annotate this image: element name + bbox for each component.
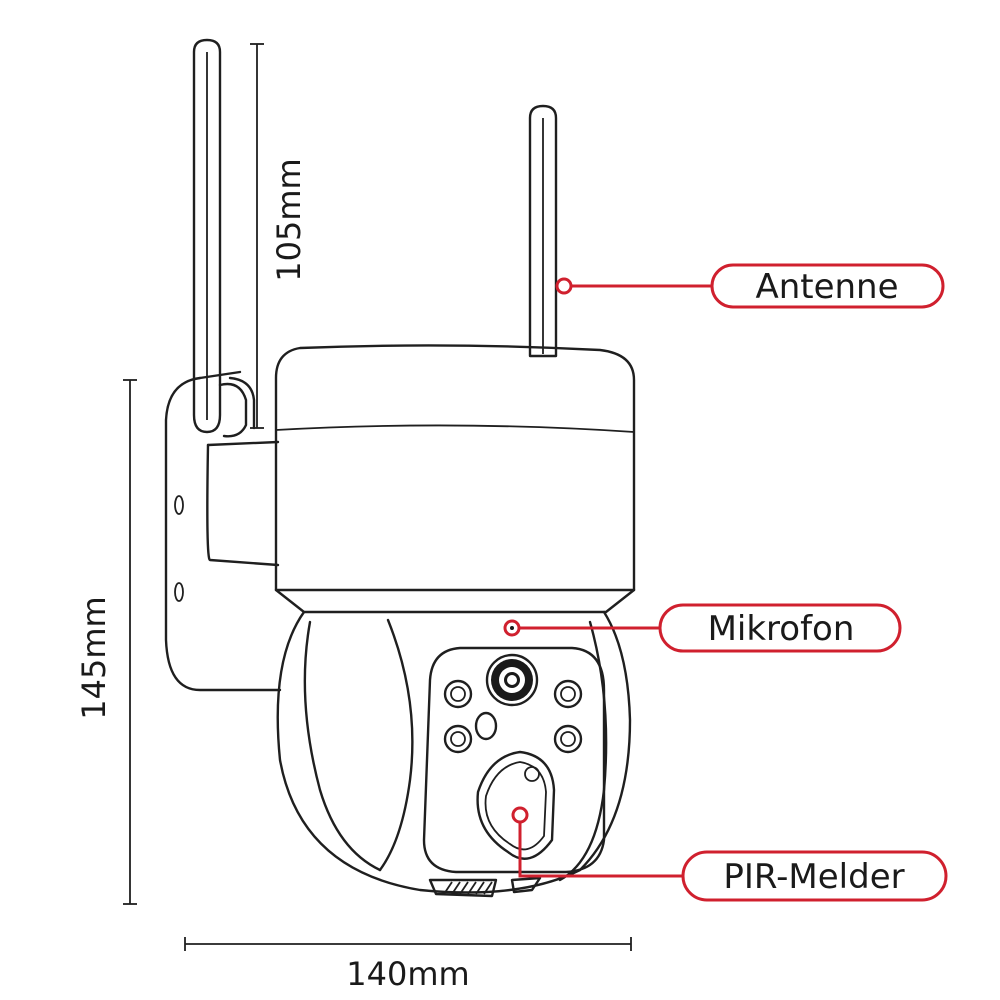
light-sensor: [474, 711, 498, 741]
mount-hole: [174, 582, 184, 602]
ir-led: [553, 724, 583, 754]
upper-housing: [274, 344, 636, 614]
pir-callout: PIR-Melder: [511, 806, 948, 902]
speaker-grille: [428, 876, 542, 898]
antenna-callout: Antenne: [555, 263, 945, 309]
ir-led: [553, 679, 583, 709]
antenna-callout-label: Antenne: [755, 267, 898, 307]
camera-lens: [485, 653, 539, 707]
pir-sensor: [476, 750, 556, 860]
width-label: 140mm: [346, 955, 469, 993]
ir-led: [443, 724, 473, 754]
total-height-dimension: 145mm: [75, 379, 137, 905]
front-panel: [422, 646, 606, 874]
mount-hole: [174, 495, 184, 515]
pir-callout-label: PIR-Melder: [723, 857, 904, 897]
wall-mount-bracket: [164, 370, 282, 692]
width-dimension: 140mm: [184, 937, 632, 993]
antenna-height-dimension: 105mm: [250, 43, 308, 429]
right-antenna: [528, 104, 558, 358]
microphone-callout: Mikrofon: [503, 603, 902, 653]
left-antenna: [192, 38, 256, 438]
antenna-height-label: 105mm: [270, 158, 308, 281]
camera-ball: [276, 610, 632, 898]
microphone-callout-label: Mikrofon: [708, 609, 855, 649]
ir-led: [443, 679, 473, 709]
total-height-label: 145mm: [75, 596, 113, 719]
